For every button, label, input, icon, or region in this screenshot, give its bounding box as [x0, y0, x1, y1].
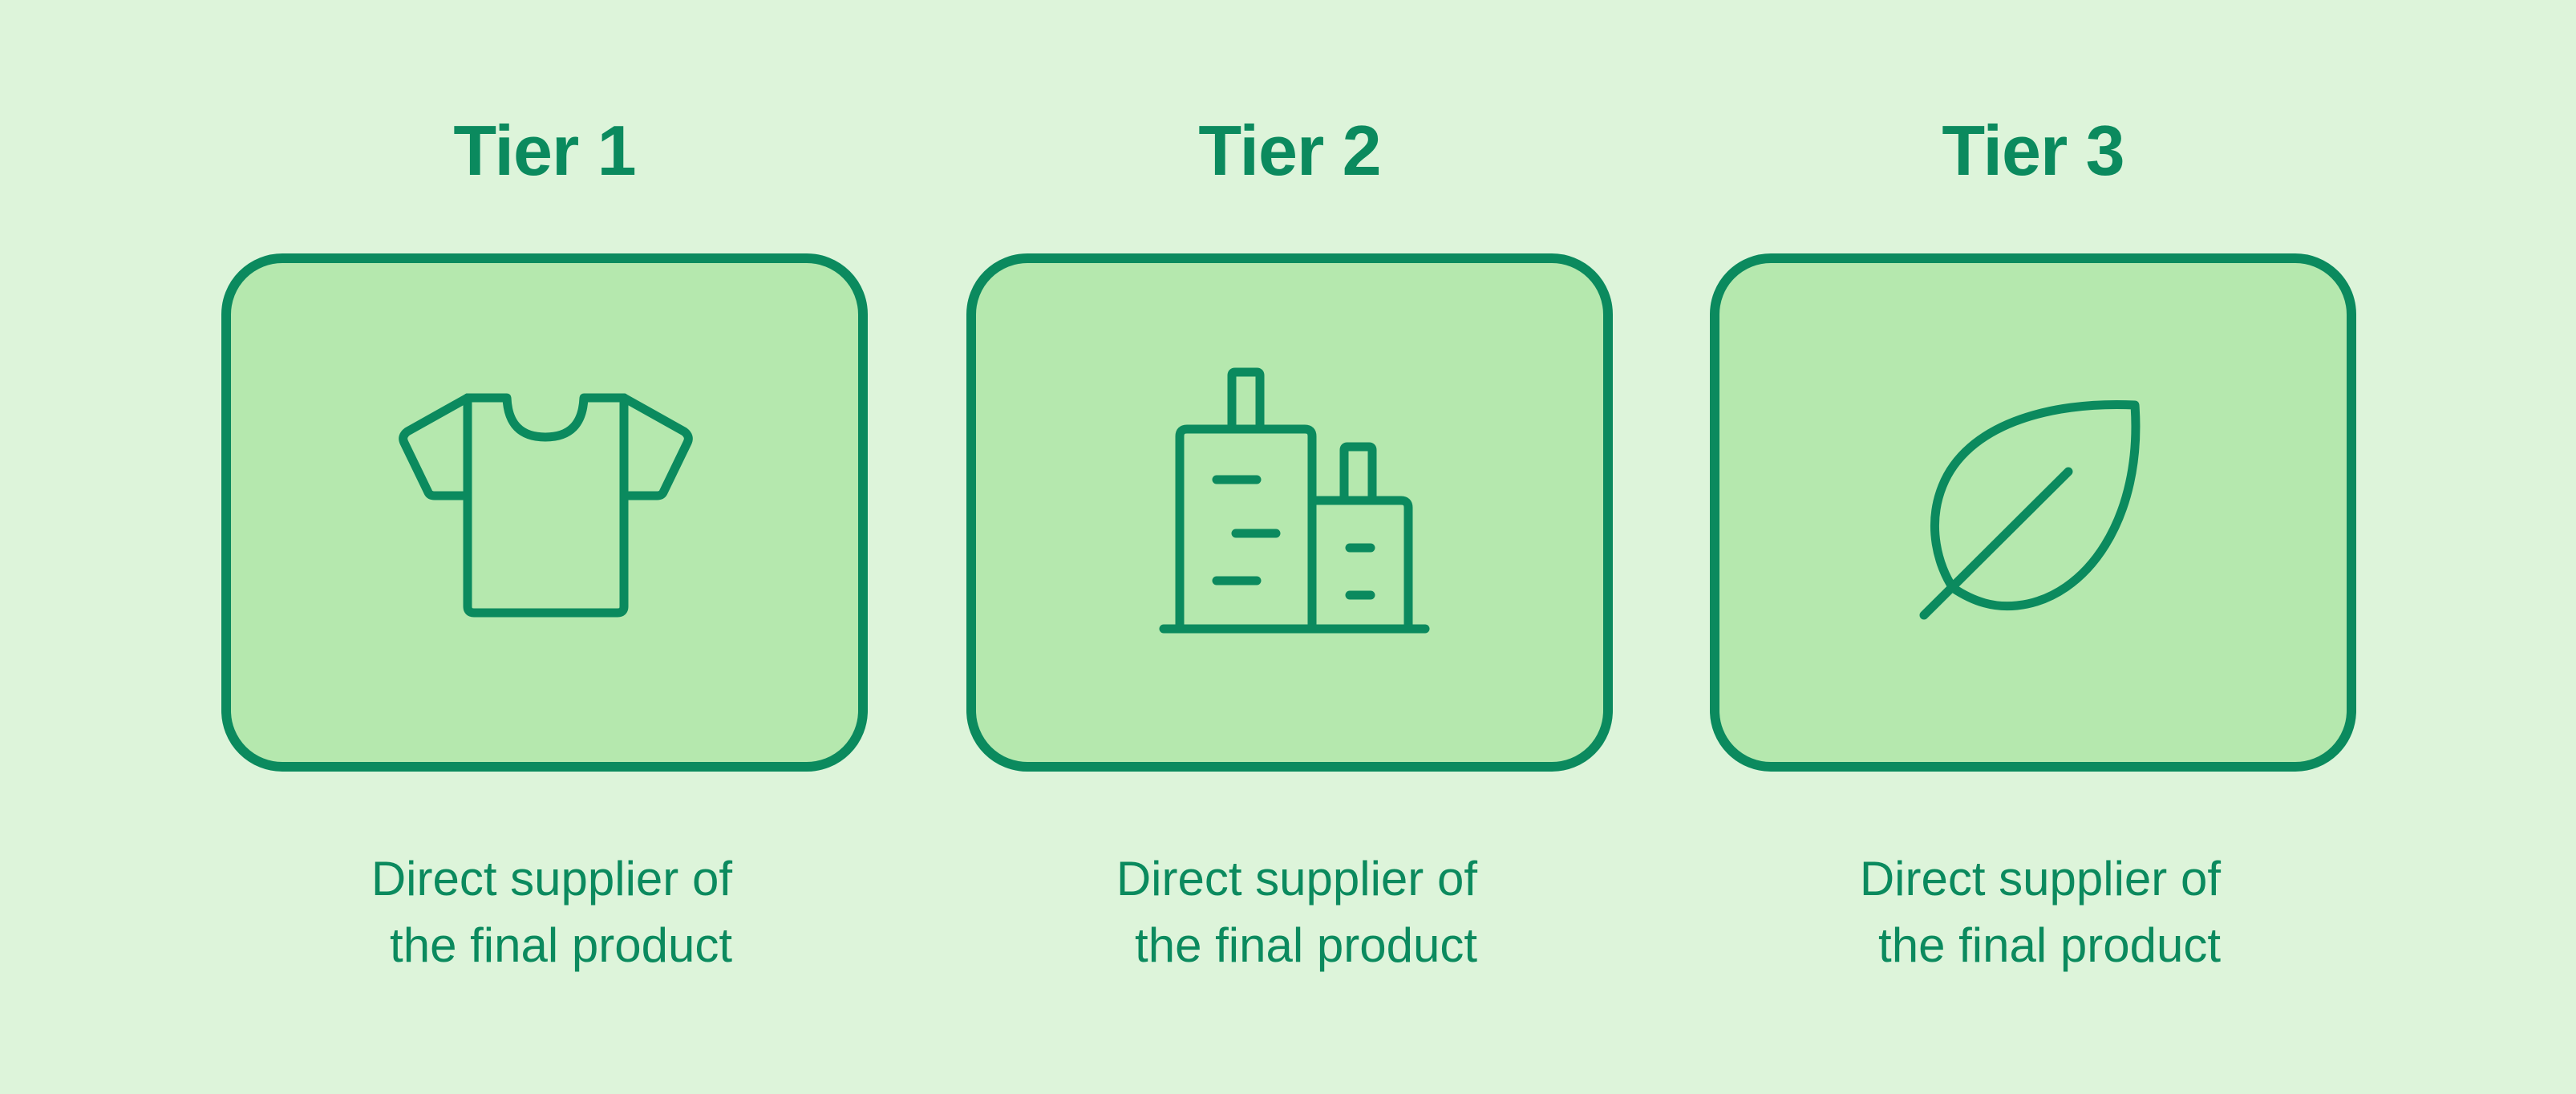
- tier-3-title: Tier 3: [1942, 111, 2124, 190]
- tier-2-caption-line-2: the final product: [1135, 918, 1477, 972]
- tier-2-title: Tier 2: [1198, 111, 1381, 190]
- tier-2-caption: Direct supplier of the final product: [1094, 845, 1477, 979]
- tier-1-title: Tier 1: [453, 111, 636, 190]
- factory-buildings-icon: [1159, 367, 1430, 634]
- tier-3-caption-line-2: the final product: [1878, 918, 2221, 972]
- tier-3-caption: Direct supplier of the final product: [1837, 845, 2221, 979]
- tier-1-caption-line-1: Direct supplier of: [371, 852, 732, 906]
- tier-2-column: Tier 2 Direct supplier of the final prod…: [966, 0, 1613, 1094]
- tier-1-column: Tier 1 Direct supplier of the final prod…: [221, 0, 868, 1094]
- tier-1-card: [221, 253, 868, 772]
- tier-3-caption-line-1: Direct supplier of: [1859, 852, 2221, 906]
- tier-3-column: Tier 3 Direct supplier of the final prod…: [1710, 0, 2356, 1094]
- tier-3-card: [1710, 253, 2356, 772]
- tier-2-card: [966, 253, 1613, 772]
- leaf-icon: [1919, 400, 2141, 620]
- tier-1-caption-line-2: the final product: [390, 918, 732, 972]
- t-shirt-icon: [399, 393, 693, 618]
- tier-1-caption: Direct supplier of the final product: [349, 845, 732, 979]
- tier-2-caption-line-1: Direct supplier of: [1116, 852, 1477, 906]
